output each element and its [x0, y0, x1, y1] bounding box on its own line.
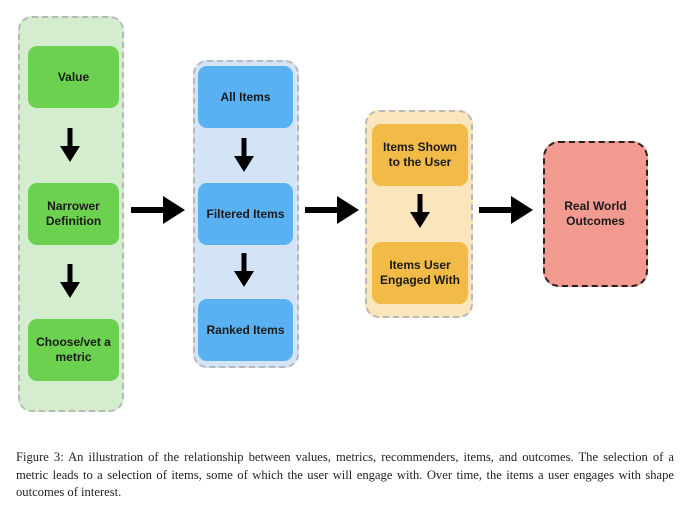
down-arrow-icon [410, 194, 430, 228]
ranked-items-box: Ranked Items [198, 299, 293, 361]
items-engaged-box: Items User Engaged With [372, 242, 468, 304]
all-items-box: All Items [198, 66, 293, 128]
items-shown-label: Items Shown to the User [382, 140, 457, 169]
all-items-label: All Items [220, 89, 271, 104]
ranked-items-label: Ranked Items [206, 322, 285, 337]
right-arrow-icon [305, 196, 359, 224]
value-label: Value [57, 69, 90, 84]
choose-metric-label: Choose/vet a metric [36, 335, 111, 364]
items-engaged-label: Items User Engaged With [380, 258, 460, 287]
value-box: Value [28, 46, 119, 108]
narrower-definition-label: Narrower Definition [45, 199, 102, 228]
relationship-diagram: Value Narrower Definition Choose/vet a m… [18, 16, 648, 412]
filtered-items-label: Filtered Items [206, 206, 285, 221]
choose-metric-box: Choose/vet a metric [28, 319, 119, 381]
right-arrow-icon [131, 196, 185, 224]
right-arrow-icon [479, 196, 533, 224]
narrower-definition-box: Narrower Definition [28, 183, 119, 245]
real-world-outcomes-label: Real World Outcomes [564, 199, 627, 228]
down-arrow-icon [60, 264, 80, 298]
down-arrow-icon [60, 128, 80, 162]
down-arrow-icon [234, 138, 254, 172]
filtered-items-box: Filtered Items [198, 183, 293, 245]
down-arrow-icon [234, 253, 254, 287]
items-shown-box: Items Shown to the User [372, 124, 468, 186]
figure-caption: Figure 3: An illustration of the relatio… [16, 450, 674, 499]
real-world-outcomes-box: Real World Outcomes [543, 141, 648, 287]
